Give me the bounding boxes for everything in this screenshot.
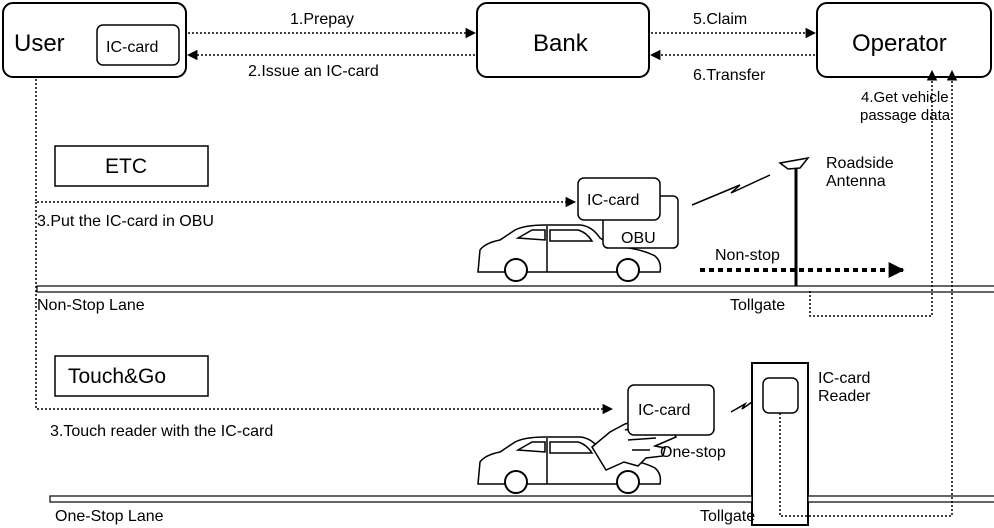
touchgo-ic-card-label: IC-card [638, 402, 690, 419]
ic-card-reader-icon [751, 362, 809, 526]
etc-ic-card-label: IC-card [587, 192, 639, 209]
user-label: User [14, 30, 65, 57]
touchgo-signal-icon [730, 401, 753, 413]
touchgo-data-arrow [779, 69, 958, 517]
etc-step-label: 3.Put the IC-card in OBU [37, 213, 214, 230]
nonstop-lane [36, 285, 994, 293]
user-box: User IC-card [2, 2, 187, 78]
etc-tollgate-label: Tollgate [730, 297, 785, 314]
transfer-label: 6.Transfer [693, 67, 766, 84]
etc-step-arrow [35, 79, 577, 208]
nonstop-label: Non-stop [715, 247, 780, 264]
etc-signal-icon [691, 174, 771, 206]
claim-label: 5.Claim [693, 11, 747, 28]
bank-box: Bank [476, 2, 650, 78]
touchgo-ic-card [627, 384, 715, 436]
touchgo-title-box [54, 355, 209, 397]
antenna-label-2: Antenna [826, 173, 886, 190]
onestop-lane-right [807, 495, 994, 503]
bank-label: Bank [533, 30, 589, 57]
reader-label-2: Reader [818, 388, 871, 405]
etc-data-arrow [809, 69, 938, 317]
get-data-label-2: passage data [860, 107, 951, 124]
onestop-lane-label: One-Stop Lane [55, 508, 164, 525]
get-data-label-1: 4.Get vehicle [861, 89, 949, 106]
touchgo-step-label: 3.Touch reader with the IC-card [50, 423, 273, 440]
touchgo-tollgate-label: Tollgate [700, 508, 755, 525]
operator-box: Operator [816, 2, 992, 78]
touchgo-step-arrow [35, 202, 614, 415]
prepay-label: 1.Prepay [290, 11, 354, 28]
user-ic-card [96, 24, 180, 66]
etc-ic-card [577, 177, 661, 221]
nonstop-lane-label: Non-Stop Lane [37, 297, 145, 314]
etc-car-icon [477, 224, 662, 282]
issue-label: 2.Issue an IC-card [248, 63, 379, 80]
obu-label: OBU [621, 230, 656, 247]
onestop-lane-left [49, 495, 753, 503]
reader-label-1: IC-card [818, 370, 870, 387]
etc-title-box [54, 145, 209, 187]
operator-label: Operator [852, 30, 947, 57]
touchgo-title: Touch&Go [68, 365, 166, 388]
onestop-label: One-stop [660, 444, 726, 461]
etc-title: ETC [105, 155, 147, 178]
user-ic-card-label: IC-card [106, 39, 158, 56]
touchgo-car-icon [477, 436, 662, 494]
antenna-label-1: Roadside [826, 155, 894, 172]
roadside-antenna-icon [778, 156, 810, 288]
